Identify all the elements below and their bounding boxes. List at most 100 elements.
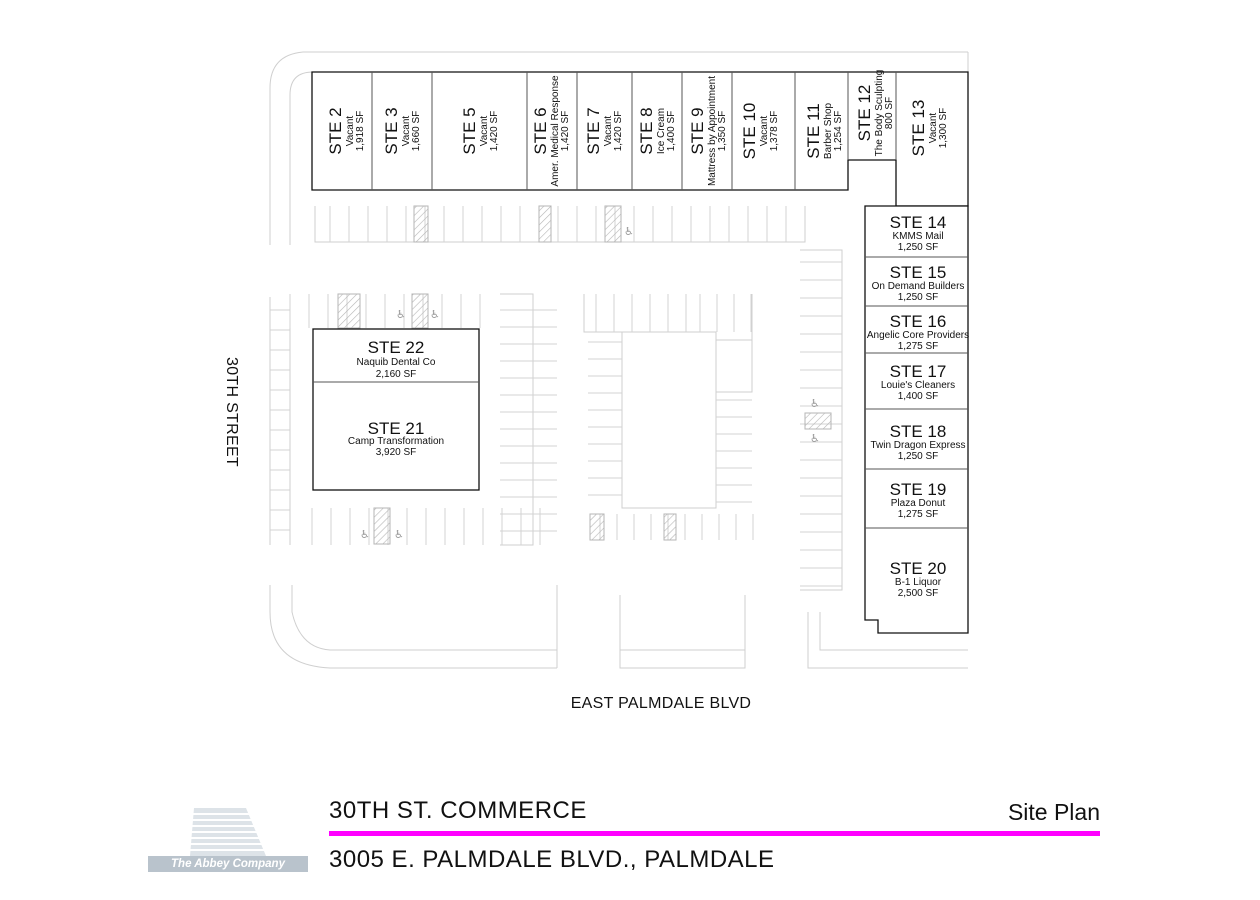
suite-tenant: The Body Sculpting <box>874 70 885 157</box>
suite-ste-12[interactable]: STE 12 The Body Sculpting 800 SF <box>855 70 895 157</box>
suite-ste-18[interactable]: STE 18 Twin Dragon Express 1,250 SF <box>870 422 965 462</box>
suite-ste-13[interactable]: STE 13 Vacant 1,300 SF <box>909 100 949 157</box>
suite-ste-16[interactable]: STE 16 Angelic Core Providers 1,275 SF <box>867 312 969 352</box>
wheelchair-icon: ♿ <box>394 528 404 541</box>
accessible-parking-aisles <box>337 205 832 545</box>
suite-ste-3[interactable]: STE 3 Vacant 1,660 SF <box>382 107 422 154</box>
suite-area: 2,160 SF <box>376 369 417 380</box>
suite-tenant: Amer. Medical Response <box>550 75 561 187</box>
project-name: 30TH ST. COMMERCE <box>329 797 587 824</box>
east-retail-building <box>864 205 969 634</box>
pad-building-suites: STE 22 Naquib Dental Co 2,160 SF STE 21 … <box>348 338 444 458</box>
suite-tenant: Plaza Donut <box>891 498 946 509</box>
suite-ste-20[interactable]: STE 20 B-1 Liquor 2,500 SF <box>890 559 947 599</box>
north-retail-building <box>311 71 969 207</box>
suite-ste-15[interactable]: STE 15 On Demand Builders 1,250 SF <box>872 263 965 303</box>
suite-area: 1,275 SF <box>898 341 939 352</box>
suite-area: 1,250 SF <box>898 242 939 253</box>
suite-tenant: Vacant <box>603 116 614 147</box>
suite-number: STE 3 <box>382 107 401 154</box>
site-plan-diagram: ♿ ♿ ♿ ♿ ♿ ♿ ♿ STE 2 Vacant 1,918 SF STE … <box>223 51 969 712</box>
parking-lot-linework <box>269 51 969 669</box>
suite-tenant: Twin Dragon Express <box>870 440 965 451</box>
suite-tenant: Barber Shop <box>823 102 834 159</box>
suite-ste-10[interactable]: STE 10 Vacant 1,378 SF <box>740 103 780 160</box>
suite-number: STE 21 <box>368 419 425 438</box>
suite-area: 1,400 SF <box>666 111 677 152</box>
suite-ste-11[interactable]: STE 11 Barber Shop 1,254 SF <box>804 102 844 159</box>
suite-number: STE 22 <box>368 338 425 357</box>
suite-ste-7[interactable]: STE 7 Vacant 1,420 SF <box>584 107 624 154</box>
suite-area: 1,420 SF <box>560 111 571 152</box>
suite-area: 3,920 SF <box>376 447 417 458</box>
suite-number: STE 15 <box>890 263 947 282</box>
suite-area: 1,300 SF <box>938 108 949 149</box>
suite-ste-19[interactable]: STE 19 Plaza Donut 1,275 SF <box>890 480 947 520</box>
street-label-south: EAST PALMDALE BLVD <box>571 695 752 712</box>
suite-tenant: Vacant <box>345 116 356 147</box>
suite-ste-22[interactable]: STE 22 Naquib Dental Co 2,160 SF <box>357 338 436 380</box>
suite-number: STE 10 <box>740 103 759 160</box>
wheelchair-icon: ♿ <box>810 432 820 445</box>
suite-ste-9[interactable]: STE 9 Mattress by Appointment 1,350 SF <box>688 76 728 186</box>
suite-number: STE 7 <box>584 107 603 154</box>
suite-area: 1,254 SF <box>833 111 844 152</box>
suite-area: 800 SF <box>884 97 895 129</box>
wheelchair-icon: ♿ <box>396 308 406 321</box>
suite-ste-17[interactable]: STE 17 Louie's Cleaners 1,400 SF <box>881 362 955 402</box>
north-row-suites: STE 2 Vacant 1,918 SF STE 3 Vacant 1,660… <box>326 70 949 187</box>
wheelchair-icon: ♿ <box>360 528 370 541</box>
suite-tenant: Vacant <box>759 116 770 147</box>
suite-number: STE 18 <box>890 422 947 441</box>
suite-tenant: Vacant <box>401 116 412 147</box>
wheelchair-icons: ♿ ♿ ♿ ♿ ♿ ♿ ♿ <box>360 225 820 541</box>
suite-number: STE 20 <box>890 559 947 578</box>
suite-area: 2,500 SF <box>898 588 939 599</box>
suite-number: STE 11 <box>804 103 823 158</box>
sheet-label: Site Plan <box>1007 799 1100 825</box>
suite-ste-8[interactable]: STE 8 Ice Cream 1,400 SF <box>637 107 677 154</box>
suite-tenant: Vacant <box>928 113 939 144</box>
suite-number: STE 2 <box>326 107 345 154</box>
wheelchair-icon: ♿ <box>430 308 440 321</box>
parking-stalls <box>270 206 842 587</box>
suite-number: STE 12 <box>855 85 874 142</box>
suite-tenant: B-1 Liquor <box>895 577 942 588</box>
suite-ste-14[interactable]: STE 14 KMMS Mail 1,250 SF <box>890 213 947 253</box>
wheelchair-icon: ♿ <box>624 225 634 238</box>
suite-area: 1,660 SF <box>411 111 422 152</box>
suite-area: 1,250 SF <box>898 451 939 462</box>
suite-area: 1,420 SF <box>613 111 624 152</box>
suite-tenant: KMMS Mail <box>892 231 943 242</box>
suite-tenant: Ice Cream <box>656 108 667 154</box>
suite-tenant: Naquib Dental Co <box>357 357 436 368</box>
suite-number: STE 5 <box>460 107 479 154</box>
suite-tenant: On Demand Builders <box>872 281 965 292</box>
suite-number: STE 13 <box>909 100 928 157</box>
suite-ste-5[interactable]: STE 5 Vacant 1,420 SF <box>460 107 500 154</box>
suite-number: STE 17 <box>890 362 947 381</box>
suite-number: STE 16 <box>890 312 947 331</box>
suite-number: STE 6 <box>531 107 550 154</box>
suite-tenant: Louie's Cleaners <box>881 380 955 391</box>
wheelchair-icon: ♿ <box>810 397 820 410</box>
suite-area: 1,275 SF <box>898 509 939 520</box>
company-logo: The Abbey Company <box>148 800 308 872</box>
project-address: 3005 E. PALMDALE BLVD., PALMDALE <box>329 846 775 873</box>
suite-tenant: Angelic Core Providers <box>867 330 969 341</box>
suite-tenant: Mattress by Appointment <box>707 76 718 186</box>
title-accent-bar <box>329 831 1100 836</box>
suite-ste-21[interactable]: STE 21 Camp Transformation 3,920 SF <box>348 419 444 458</box>
suite-ste-6[interactable]: STE 6 Amer. Medical Response 1,420 SF <box>531 75 571 187</box>
suite-ste-2[interactable]: STE 2 Vacant 1,918 SF <box>326 107 366 154</box>
suite-number: STE 9 <box>688 107 707 154</box>
suite-area: 1,350 SF <box>717 111 728 152</box>
east-column-suites: STE 14 KMMS Mail 1,250 SF STE 15 On Dema… <box>867 213 969 599</box>
suite-number: STE 19 <box>890 480 947 499</box>
logo-mark-icon <box>188 808 268 856</box>
company-logo-text: The Abbey Company <box>148 856 308 872</box>
suite-number: STE 14 <box>890 213 947 232</box>
suite-area: 1,420 SF <box>489 111 500 152</box>
suite-area: 1,918 SF <box>355 111 366 152</box>
suite-area: 1,250 SF <box>898 292 939 303</box>
